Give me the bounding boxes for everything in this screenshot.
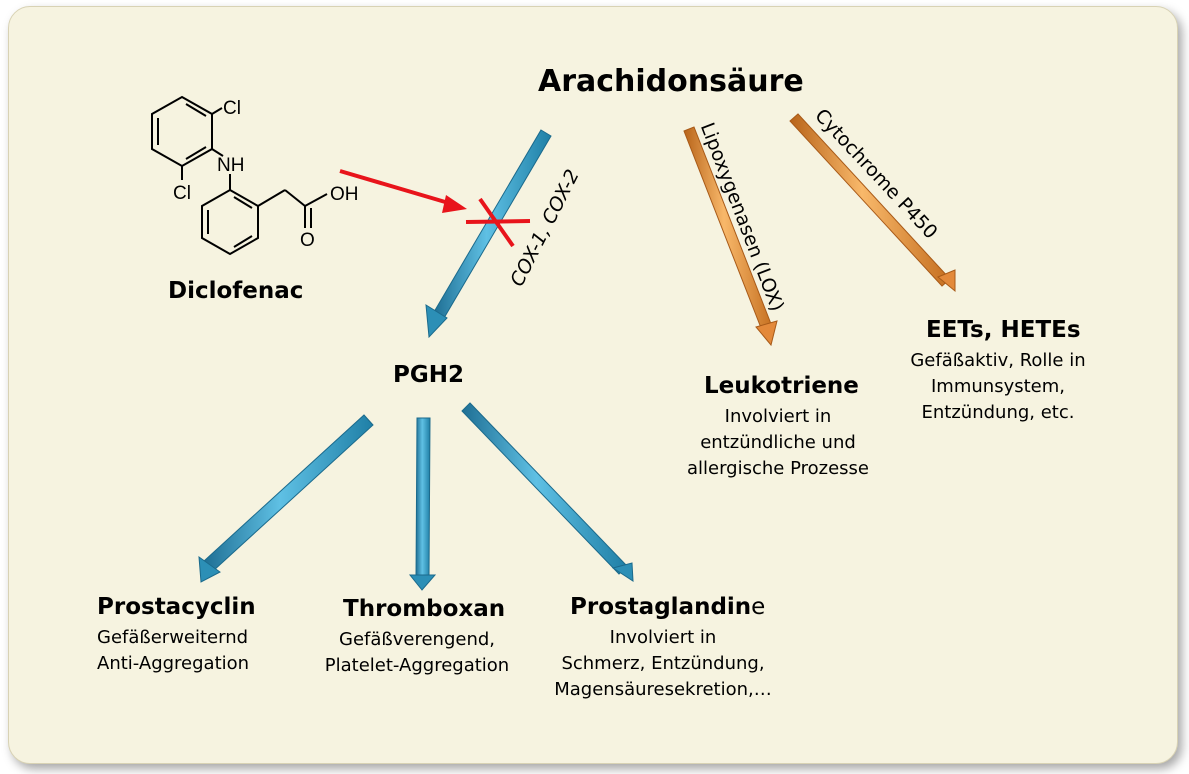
description-line: Immunsystem,	[931, 376, 1065, 397]
description-line: Anti-Aggregation	[97, 653, 250, 674]
description-line: Magensäuresekretion,…	[554, 679, 772, 700]
inhibition-cross-icon	[465, 197, 531, 248]
thromboxan-description: Gefäßverengend, Platelet-Aggregation	[312, 627, 522, 679]
prostaglandine-title-bold: Prostaglandin	[570, 594, 752, 620]
atom-label: OH	[330, 184, 359, 205]
description-line: Platelet-Aggregation	[324, 655, 510, 676]
leukotriene-title: Leukotriene	[704, 373, 859, 399]
prostacyclin-title: Prostacyclin	[97, 594, 256, 620]
atom-label: Cl	[223, 98, 241, 119]
description-line: Entzündung, etc.	[921, 402, 1075, 423]
description-line: Gefäßaktiv, Rolle in	[910, 350, 1086, 371]
prostaglandine-title-tail: e	[751, 594, 766, 620]
lox-arrow	[683, 126, 778, 347]
diclofenac-structure-icon	[151, 95, 328, 256]
p450-arrow	[789, 113, 956, 293]
diagram-panel	[8, 6, 1178, 764]
prostacyclin-description: Gefäßerweiternd Anti-Aggregation	[97, 625, 249, 677]
description-line: Schmerz, Entzündung,	[561, 653, 765, 674]
prostaglandine-description: Involviert in Schmerz, Entzündung, Magen…	[538, 625, 788, 703]
thromboxan-title: Thromboxan	[343, 596, 506, 622]
atom-label: O	[300, 230, 315, 251]
drug-name: Diclofenac	[168, 278, 304, 304]
title: Arachidonsäure	[538, 64, 804, 99]
atom-label: NH	[217, 155, 244, 176]
thromboxan-arrow	[408, 417, 437, 591]
description-line: entzündliche und	[700, 432, 856, 453]
prostaglandine-title: Prostaglandine	[570, 594, 765, 620]
description-line: allergische Prozesse	[686, 458, 869, 479]
prostaglandine-arrow	[461, 402, 634, 582]
inhibition-arrow	[339, 169, 467, 213]
description-line: Gefäßerweiternd	[97, 627, 249, 648]
intermediate-label: PGH2	[393, 362, 464, 388]
cox-arrow	[425, 129, 552, 339]
prostacyclin-arrow	[198, 414, 374, 583]
atom-label: Cl	[173, 183, 191, 204]
description-line: Involviert in	[609, 627, 717, 648]
description-line: Involviert in	[724, 406, 832, 427]
eets-description: Gefäßaktiv, Rolle in Immunsystem, Entzün…	[888, 348, 1108, 426]
description-line: Gefäßverengend,	[339, 629, 495, 650]
eets-title: EETs, HETEs	[926, 317, 1081, 343]
leukotriene-description: Involviert in entzündliche und allergisc…	[668, 404, 888, 482]
